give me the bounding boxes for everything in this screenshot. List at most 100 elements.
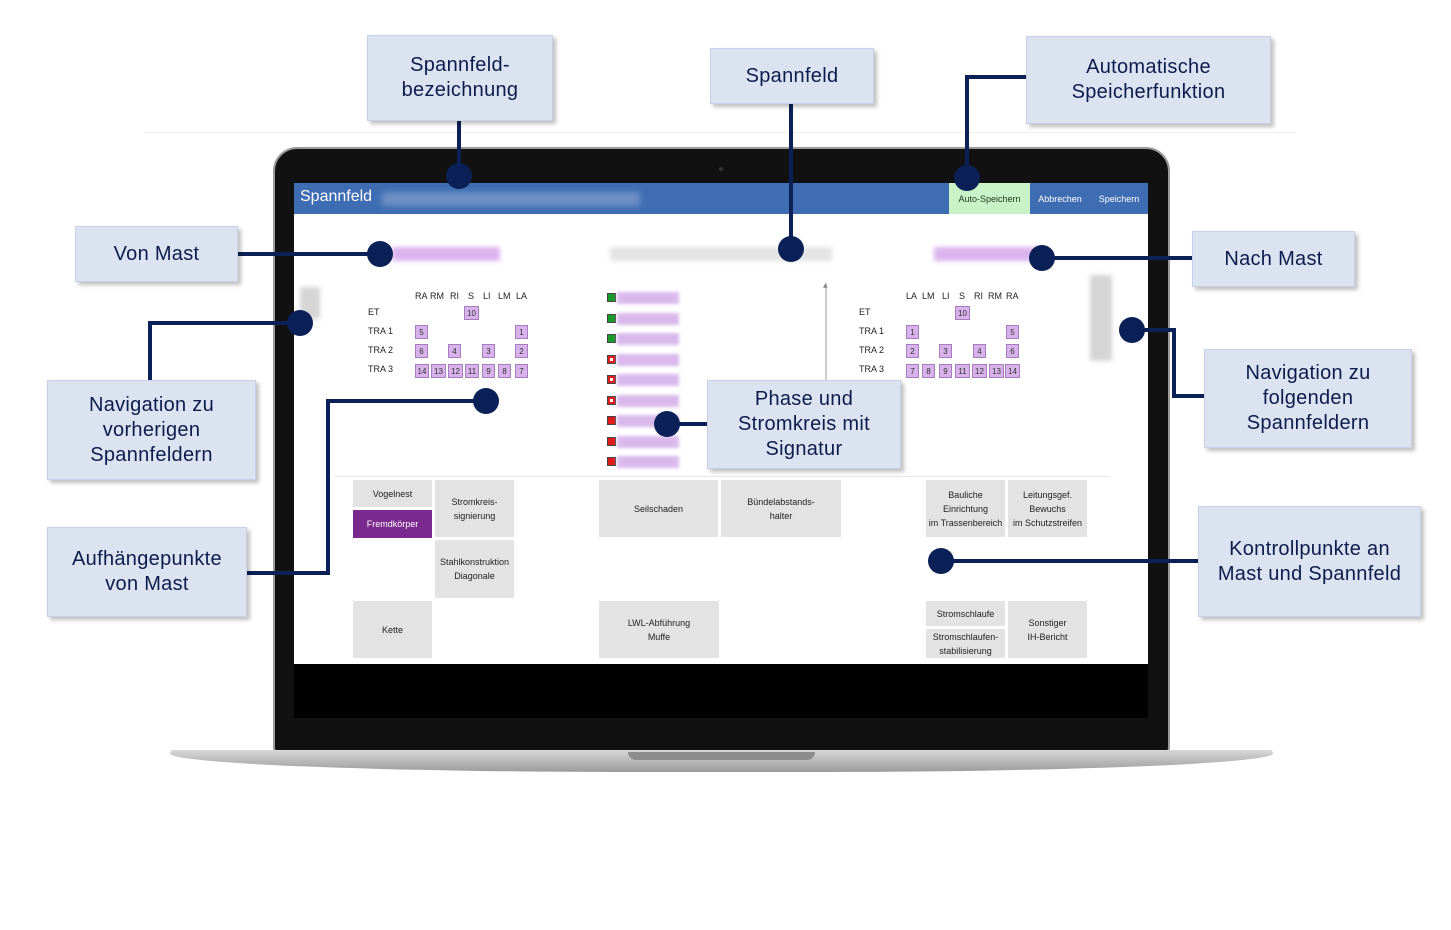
suspension-point[interactable]: 3 (482, 344, 495, 358)
phase-status-icon[interactable] (607, 457, 616, 466)
callout-phase: Phase und Stromkreis mit Signatur (707, 380, 901, 469)
tile-fremdkoerper[interactable]: Fremdkörper (353, 510, 432, 538)
callout-nav-next: Navigation zu folgenden Spannfeldern (1204, 349, 1412, 448)
section-divider (334, 476, 1110, 477)
phase-circuit-label[interactable] (617, 456, 679, 468)
grid-row-label: TRA 2 (368, 345, 394, 355)
suspension-point[interactable]: 9 (482, 364, 495, 378)
phase-status-icon[interactable] (607, 334, 616, 343)
callout-dot (954, 165, 980, 191)
phase-list-scrollbar[interactable] (825, 283, 827, 469)
scroll-up-arrow-icon[interactable]: ▲ (823, 282, 828, 289)
suspension-point[interactable]: 13 (431, 364, 446, 378)
tile-stromschlaufen-stabilisierung[interactable]: Stromschlaufen- stabilisierung (926, 629, 1005, 658)
suspension-point[interactable]: 4 (448, 344, 461, 358)
phase-circuit-label[interactable] (617, 292, 679, 304)
connector-line (148, 321, 300, 325)
tile-buendelabstandshalter[interactable]: Bündelabstands- halter (721, 480, 841, 537)
phase-circuit-label[interactable] (617, 312, 679, 325)
phase-status-icon[interactable] (607, 416, 616, 425)
span-name-field (610, 247, 832, 261)
phase-circuit-label[interactable] (617, 353, 679, 366)
suspension-point[interactable]: 8 (922, 364, 935, 378)
tile-lwl-abfuehrung[interactable]: LWL-Abführung Muffe (599, 601, 719, 658)
save-button[interactable]: Speichern (1098, 193, 1140, 204)
phase-status-icon[interactable] (607, 313, 616, 323)
connector-line (326, 399, 486, 403)
connector-line (326, 399, 330, 575)
tile-stromkreissignierung[interactable]: Stromkreis- signierung (435, 480, 514, 537)
connector-line (941, 559, 1198, 563)
callout-dot (778, 236, 804, 262)
tile-kette[interactable]: Kette (353, 601, 432, 658)
phase-status-icon[interactable] (607, 436, 616, 446)
tile-vogelnest[interactable]: Vogelnest (353, 480, 432, 507)
phase-circuit-label[interactable] (617, 333, 679, 345)
grid-header: RA (415, 291, 428, 301)
tile-stromschlaufe[interactable]: Stromschlaufe (926, 601, 1005, 626)
suspension-point[interactable]: 3 (939, 344, 952, 358)
tile-leitungsgef-bewuchs[interactable]: Leitungsgef. Bewuchs im Schutzstreifen (1008, 480, 1087, 537)
grid-header: RI (974, 291, 983, 301)
title-bar: Spannfeld Auto-Speichern Abbrechen Speic… (294, 183, 1148, 214)
grid-header: LM (922, 291, 935, 301)
callout-spannfeld: Spannfeld (710, 48, 874, 104)
grid-row-label: ET (859, 307, 871, 317)
grid-header: S (959, 291, 966, 301)
suspension-point[interactable]: 8 (498, 364, 511, 378)
suspension-point[interactable]: 10 (955, 306, 970, 320)
suspension-point[interactable]: 2 (906, 344, 919, 358)
next-span-nav[interactable] (1090, 275, 1112, 361)
callout-dot (473, 388, 499, 414)
grid-header: LI (483, 291, 491, 301)
to-mast-button[interactable] (934, 247, 1042, 261)
suspension-point[interactable]: 5 (415, 325, 428, 339)
suspension-point[interactable]: 1 (515, 325, 528, 339)
suspension-point[interactable]: 7 (906, 364, 919, 378)
grid-row-label: TRA 3 (859, 364, 885, 374)
connector-line (148, 321, 152, 380)
suspension-point[interactable]: 6 (415, 344, 428, 358)
phase-status-icon[interactable] (607, 293, 616, 302)
suspension-point[interactable]: 10 (464, 306, 479, 320)
tile-sonstiger-ih-bericht[interactable]: Sonstiger IH-Bericht (1008, 601, 1087, 658)
connector-line (236, 252, 380, 256)
suspension-point[interactable]: 11 (465, 364, 479, 378)
callout-dot (1029, 245, 1055, 271)
cancel-button[interactable]: Abbrechen (1038, 193, 1082, 204)
suspension-point[interactable]: 12 (448, 364, 463, 378)
suspension-point[interactable]: 13 (989, 364, 1004, 378)
grid-header: LM (498, 291, 511, 301)
grid-header: LI (942, 291, 950, 301)
connector-line (457, 118, 461, 176)
suspension-point[interactable]: 1 (906, 325, 919, 339)
callout-dot (928, 548, 954, 574)
suspension-point[interactable]: 12 (972, 364, 987, 378)
suspension-point[interactable]: 5 (1006, 325, 1019, 339)
phase-status-icon[interactable] (607, 354, 616, 364)
connector-line (1172, 328, 1176, 398)
suspension-point[interactable]: 14 (1005, 364, 1020, 378)
phase-circuit-label[interactable] (617, 394, 679, 407)
tile-bauliche-einrichtung[interactable]: Bauliche Einrichtung im Trassenbereich (926, 480, 1005, 537)
suspension-point[interactable]: 9 (939, 364, 952, 378)
suspension-point[interactable]: 6 (1006, 344, 1019, 358)
suspension-point[interactable]: 7 (515, 364, 528, 378)
callout-aufhaenge: Aufhängepunkte von Mast (47, 527, 247, 617)
connector-line (789, 102, 793, 249)
suspension-point[interactable]: 2 (515, 344, 528, 358)
from-mast-button[interactable] (392, 247, 500, 261)
phase-status-icon[interactable] (607, 395, 616, 405)
callout-dot (446, 163, 472, 189)
connector-line (245, 571, 330, 575)
tile-seilschaden[interactable]: Seilschaden (599, 480, 718, 537)
phase-circuit-label[interactable] (617, 374, 679, 386)
callout-auto-speicher: Automatische Speicherfunktion (1026, 36, 1271, 124)
suspension-point[interactable]: 14 (415, 364, 429, 378)
phase-status-icon[interactable] (607, 375, 616, 384)
suspension-point[interactable]: 4 (973, 344, 986, 358)
suspension-point[interactable]: 11 (955, 364, 970, 378)
phase-circuit-label[interactable] (617, 435, 679, 448)
background-divider (145, 132, 1295, 133)
tile-stahlkonstruktion[interactable]: Stahlkonstruktion Diagonale (435, 540, 514, 598)
